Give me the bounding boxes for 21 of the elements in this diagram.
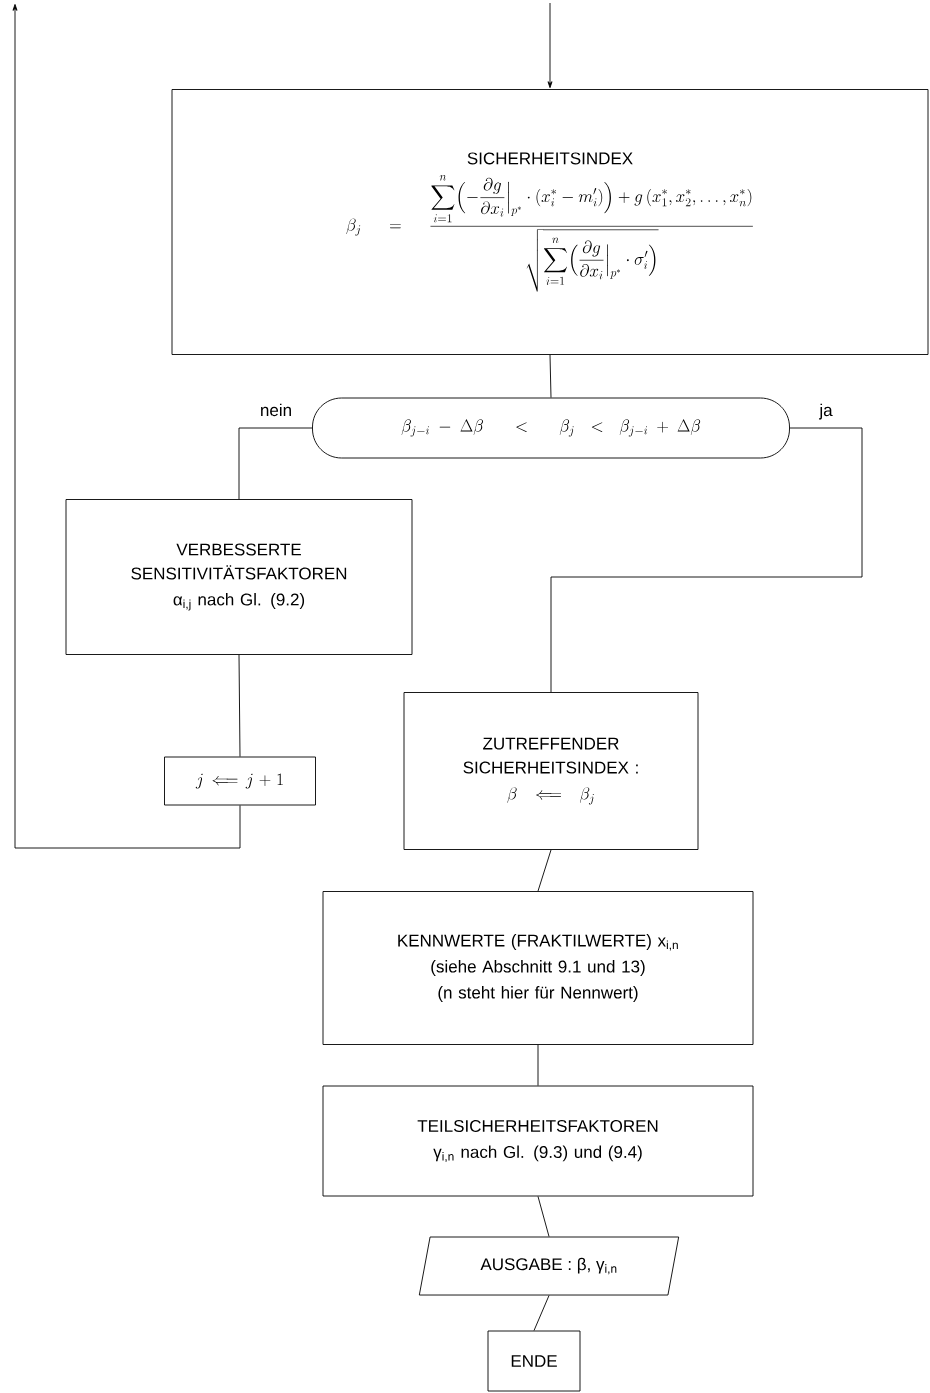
connector-line (533, 1295, 550, 1331)
process-box: TEILSICHERHEITSFAKTOREN γ$_{i,n}$ nach Gl. (9.3) und (9.4) (322, 1085, 754, 1197)
connector-line (537, 1044, 539, 1086)
process-box: ZUTREFFENDER SICHERHEITSINDEX : $\beta \Longleftarrow \beta_j$ (403, 692, 699, 850)
process-box: $j \Longleftarrow j+1$ (164, 756, 316, 806)
connector-line (549, 354, 552, 398)
connector-line (537, 849, 552, 892)
arrow (12, 3, 241, 849)
connector-line (550, 427, 863, 693)
edge-label: nein (261, 403, 291, 417)
end-box: ENDE (487, 1330, 581, 1392)
connector-line (238, 654, 241, 757)
process-box: SICHERHEITSINDEX $\beta_j = \frac{\displaystyle\sum_{i=1}^{n}\Bigl(-\frac{\partial g}{\partial x_i}\Big|_{p^*}\cdot(x_i^*-m'_i)\Bigr)+g\,(x_1^*,x_2^*,\dots,x_n^*)}{\sqrt{\displaystyle\sum_{i=1}^{n}\Bigl(\frac{\partial g}{\partial x_i}\Big|_{p^*}\cdot\sigma'_i\Bigr)}}$ (171, 89, 929, 355)
connector-line (238, 427, 313, 500)
arrow (547, 2, 553, 89)
process-box: KENNWERTE (FRAKTILWERTE) x$_{i,n}$ (siehe Abschnitt 9.1 und 13) (n steht hier für Nennwert) (322, 891, 754, 1045)
connector-line (537, 1196, 550, 1237)
output-parallelogram: AUSGABE : β, γ$_{i,n}$ (418, 1236, 680, 1296)
edge-label: ja (819, 403, 833, 420)
condition-box: $\beta_{j-i}-\Delta\beta \;<\; \beta_j < \beta_{j-i}+\Delta\beta$ (312, 397, 790, 459)
process-box: VERBESSERTE SENSITIVITÄTSFAKTOREN α$_{i,j}$ nach Gl. (9.2) (65, 499, 413, 655)
